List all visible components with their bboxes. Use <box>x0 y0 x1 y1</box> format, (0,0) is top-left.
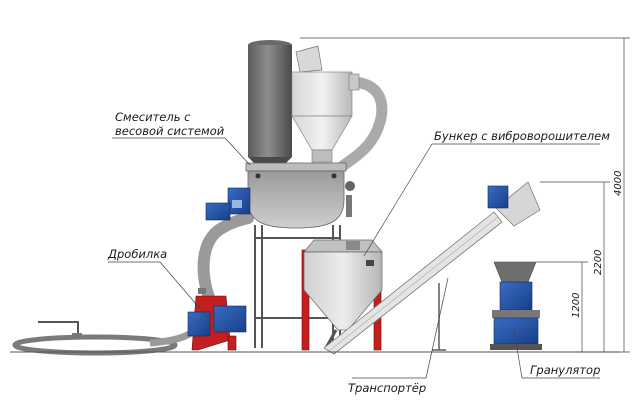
leader-lines <box>108 137 600 379</box>
dimension-lines <box>300 37 630 353</box>
cyclone-return-pipe <box>334 76 388 174</box>
overall-height-dimension: 4000 <box>613 171 624 196</box>
cyclone <box>291 45 360 163</box>
granulator-height-dimension: 1200 <box>571 293 582 318</box>
conveyor-label: Транспортёр <box>348 381 426 395</box>
crusher-hose <box>197 212 254 306</box>
floor-hose <box>12 319 208 356</box>
mixer-label: Смеситель с весовой системой <box>115 110 225 138</box>
hopper-label: Бункер с виброворошителем <box>434 129 610 143</box>
screw-conveyor <box>323 181 541 355</box>
conveyor-height-dimension: 2200 <box>593 250 604 275</box>
mixer-label-line2: весовой системой <box>115 124 225 138</box>
mixer-crank <box>345 181 355 217</box>
mixer-motor <box>205 187 251 221</box>
crusher <box>187 288 247 351</box>
granulator <box>490 261 542 350</box>
crusher-label: Дробилка <box>107 247 167 261</box>
mixer-body <box>245 162 347 229</box>
weigh-bin-cylinder <box>248 40 292 165</box>
mixer-label-line1: Смеситель с <box>115 110 191 124</box>
granulator-label: Гранулятор <box>530 363 600 377</box>
